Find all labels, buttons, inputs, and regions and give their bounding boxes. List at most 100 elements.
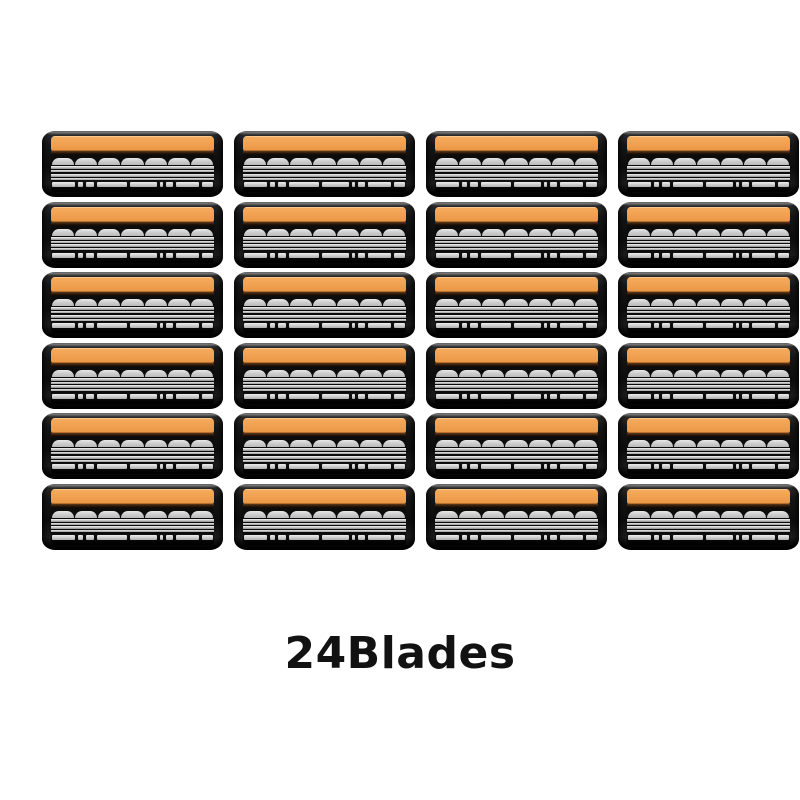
cartridge-inner-window — [51, 136, 214, 192]
guard-scallop — [51, 510, 74, 519]
cartridge-housing — [618, 342, 799, 409]
bottom-cutout — [202, 393, 213, 399]
bottom-cutout — [654, 534, 659, 540]
blade-edge — [51, 311, 214, 314]
guard-scallop — [383, 299, 406, 307]
blade-cartridge — [42, 201, 223, 268]
blade-edge — [627, 307, 790, 310]
bottom-cutout — [628, 252, 652, 258]
guard-scallop — [336, 158, 359, 166]
blade-edge — [435, 518, 598, 522]
bottom-cutout — [85, 323, 94, 328]
guard-scallop — [458, 440, 482, 448]
guard-scallop — [650, 440, 674, 448]
bottom-cutout — [586, 182, 597, 187]
blade-edge — [51, 452, 214, 455]
bottom-cutout — [322, 323, 350, 328]
cartridge-housing — [234, 131, 415, 197]
bottom-cutouts — [436, 534, 597, 540]
bottom-cutout — [514, 464, 542, 469]
guard-scallop — [528, 369, 551, 378]
cartridge-bottom-bar — [243, 533, 406, 545]
cartridge-bottom-bar — [51, 181, 214, 192]
guard-scallop — [528, 158, 551, 166]
guard-scallop — [627, 228, 650, 237]
bottom-cutout — [751, 323, 776, 328]
cartridge-inner-window — [435, 136, 598, 192]
blade-edge — [243, 530, 406, 533]
bottom-cutout — [52, 464, 76, 469]
blade-edge — [243, 459, 406, 462]
cartridge-bottom-bar — [435, 251, 598, 263]
guard-scallop — [74, 369, 98, 378]
bottom-cutout — [288, 393, 320, 399]
bottom-cutout — [544, 182, 547, 187]
bottom-cutout — [736, 323, 739, 328]
cartridge-housing — [42, 131, 223, 197]
bottom-cutout — [394, 252, 405, 258]
guard-scallop — [528, 228, 551, 237]
bottom-cutouts — [436, 323, 597, 328]
bottom-cutout — [469, 534, 478, 540]
guard-scallop — [290, 440, 313, 448]
blade-stack — [243, 165, 406, 181]
guard-scallop — [359, 510, 383, 519]
guard-scallop — [191, 158, 214, 166]
bottom-cutout — [514, 323, 542, 328]
blade-edge — [51, 389, 214, 392]
cartridge-inner-window — [435, 488, 598, 545]
strip-gap — [243, 433, 406, 437]
bottom-cutout — [654, 323, 659, 328]
guard-scallop — [767, 440, 790, 448]
blade-edge — [51, 518, 214, 522]
bottom-cutout — [352, 323, 355, 328]
bottom-cutout — [628, 393, 652, 399]
cartridge-inner-window — [51, 277, 214, 333]
guard-scallop — [650, 369, 674, 378]
blade-edge — [51, 318, 214, 321]
blade-cartridge — [618, 342, 799, 409]
blade-edge — [435, 385, 598, 389]
cartridge-inner-window — [435, 206, 598, 263]
bottom-cutout — [462, 534, 467, 540]
cartridge-inner-window — [243, 136, 406, 192]
bottom-cutout — [654, 464, 659, 469]
bottom-cutout — [586, 252, 597, 258]
bottom-cutout — [165, 534, 173, 540]
bottom-cutouts — [244, 534, 405, 540]
cartridge-bottom-bar — [51, 251, 214, 263]
bottom-cutout — [52, 252, 76, 258]
blade-edge — [435, 240, 598, 243]
blade-stack — [51, 306, 214, 322]
guard-bar — [51, 507, 214, 519]
blade-edge — [435, 236, 598, 240]
guard-scallop — [144, 369, 167, 378]
blade-cartridge — [42, 131, 223, 197]
lubricating-strip — [435, 347, 598, 363]
cartridge-inner-window — [435, 277, 598, 333]
guard-scallop — [359, 299, 383, 307]
bottom-cutout — [778, 393, 789, 399]
bottom-cutouts — [628, 393, 789, 399]
bottom-cutouts — [628, 464, 789, 469]
bottom-cutout — [654, 252, 659, 258]
guard-scallop — [51, 228, 74, 237]
cartridge-bottom-bar — [435, 533, 598, 545]
bottom-cutout — [270, 393, 275, 399]
blade-edge — [243, 455, 406, 459]
bottom-cutout — [367, 323, 392, 328]
bottom-cutout — [586, 534, 597, 540]
guard-scallop — [435, 440, 458, 448]
bottom-cutout — [165, 252, 173, 258]
cartridge-bottom-bar — [243, 181, 406, 192]
blade-edge — [51, 455, 214, 459]
bottom-cutout — [160, 252, 163, 258]
bottom-cutout — [96, 534, 128, 540]
bottom-cutouts — [628, 534, 789, 540]
cartridge-housing — [618, 272, 799, 338]
lubricating-strip — [435, 206, 598, 222]
guard-scallop — [650, 510, 674, 519]
blade-stack — [243, 306, 406, 322]
guard-scallop — [505, 369, 528, 378]
cartridge-bottom-bar — [51, 463, 214, 474]
